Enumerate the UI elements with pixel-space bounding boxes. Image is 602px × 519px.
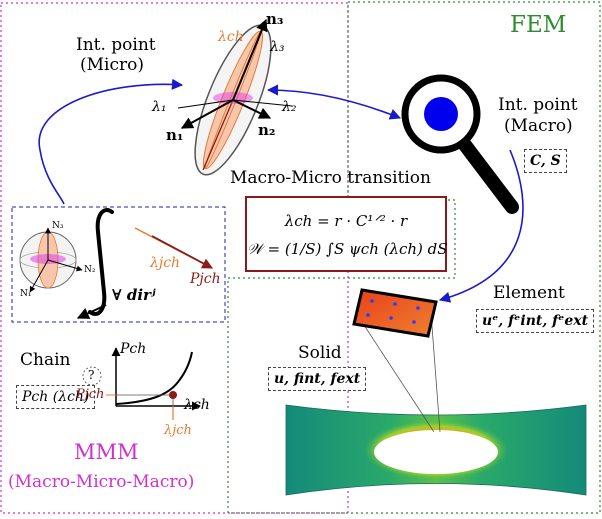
- int-point-micro-label: Int. point: [76, 35, 156, 55]
- n1-label: n₁: [166, 126, 184, 144]
- mmm-label: MMM: [74, 440, 139, 464]
- element-vars-box: uᵉ, fᵉint, fᵉext: [476, 309, 595, 333]
- macro-to-micro-arrow: [266, 84, 402, 120]
- direction-arrow: [76, 304, 107, 319]
- lambda-ch-j-tick-label: λjch: [164, 423, 192, 438]
- integral-sign: [88, 208, 114, 316]
- question-mark: ?: [88, 368, 95, 382]
- unit-sphere: [19, 227, 83, 293]
- sphere-n2-label: N₂: [84, 265, 96, 275]
- mmm-full-label: (Macro-Micro-Macro): [8, 472, 195, 492]
- magnifier-icon: [401, 74, 519, 214]
- micro-detail-box: [11, 206, 226, 323]
- element-to-macro-arc: [438, 149, 524, 303]
- p-ch-j-tick-label: Pjch: [76, 387, 105, 402]
- solid-label: Solid: [298, 343, 342, 363]
- macro-vars-box: C, S: [524, 149, 567, 173]
- lambda1-label: λ₁: [152, 99, 167, 115]
- lambda2-label: λ₂: [282, 99, 297, 115]
- dir-j-label: ∀ dirʲ: [112, 286, 156, 304]
- int-point-macro-sublabel: (Macro): [504, 116, 573, 136]
- chain-label: Chain: [20, 350, 71, 370]
- sphere-n3-label: N₃: [52, 221, 64, 231]
- lambda-ch-label: λch: [218, 29, 244, 45]
- int-point-macro-label: Int. point: [498, 95, 578, 115]
- micro-ellipsoid: [177, 18, 293, 176]
- chain-force-arrow: [151, 235, 213, 269]
- macro-micro-transition-label: Macro-Micro transition: [230, 168, 431, 188]
- lambda-ch-axis-label: λch: [184, 397, 210, 413]
- sphere-n1-label: N₁: [20, 289, 32, 299]
- element-label: Element: [493, 283, 565, 303]
- lambda-ch-j-label: λjch: [150, 255, 181, 271]
- lambda3-label: λ₃: [270, 39, 285, 55]
- micro-loop-arc: [38, 78, 184, 205]
- p-ch-axis-label: Pch: [120, 341, 147, 357]
- chain-plot: [106, 347, 201, 420]
- int-point-micro-sublabel: (Micro): [80, 55, 144, 75]
- n2-label: n₂: [258, 121, 276, 139]
- p-ch-j-label: Pjch: [190, 271, 221, 287]
- lambda-ch-formula: λch = r · C¹ᐟ² · r: [284, 212, 408, 230]
- solid-mesh: [285, 404, 587, 496]
- chain-func-box: Pch (λch): [16, 385, 96, 409]
- question-bubble: [82, 366, 102, 386]
- zoom-line-left: [361, 321, 435, 433]
- transition-formula-box: λch = r · C¹ᐟ² · r 𝒲 = (1/S) ∫S ψch (λch…: [245, 196, 448, 272]
- finite-element: [352, 288, 438, 338]
- n3-label: n₃: [266, 10, 284, 28]
- solid-vars-box: u, fint, fext: [268, 367, 367, 391]
- fem-label: FEM: [510, 12, 567, 38]
- energy-formula: 𝒲 = (1/S) ∫S ψch (λch) dS: [247, 240, 448, 258]
